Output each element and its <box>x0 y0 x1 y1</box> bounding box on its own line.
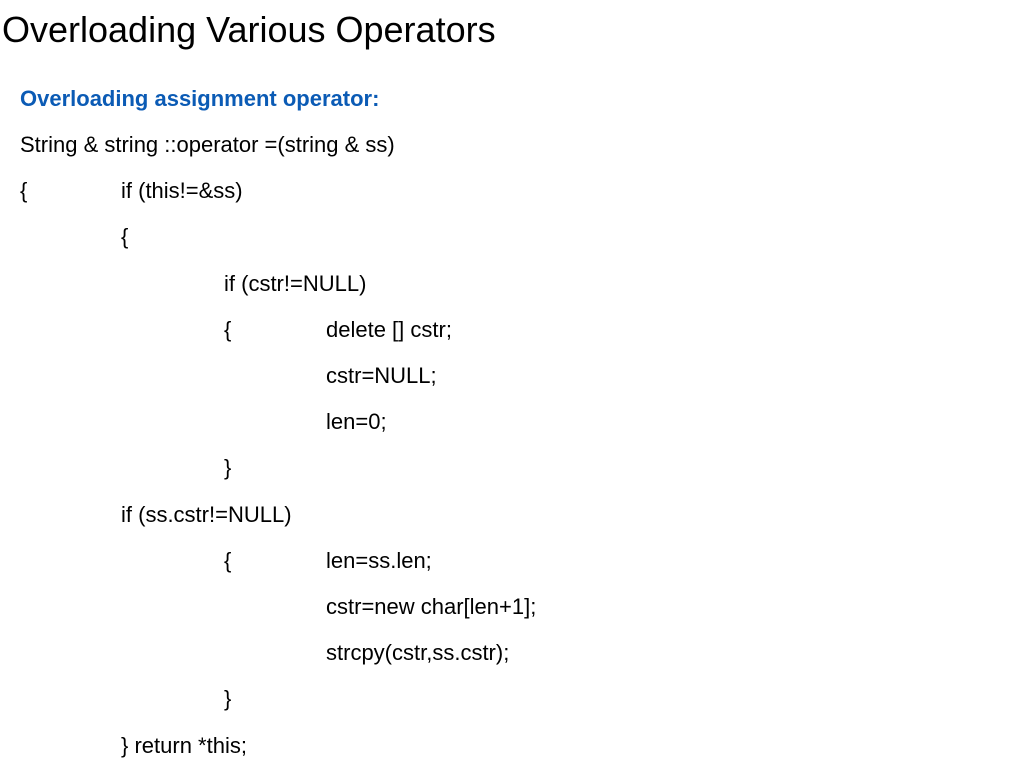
code-line: if (ss.cstr!=NULL) <box>0 501 1024 547</box>
code-token: if (this!=&ss) <box>121 178 243 204</box>
code-line: if (cstr!=NULL) <box>0 270 1024 316</box>
code-token: } return *this; <box>121 732 247 758</box>
code-line: { <box>0 223 1024 269</box>
code-line: { if (this!=&ss) <box>0 177 1024 223</box>
code-line: { len=ss.len; <box>0 547 1024 593</box>
code-token: cstr=new char[len+1]; <box>326 594 537 619</box>
code-line: } return *this; <box>0 732 1024 778</box>
code-token: { <box>121 224 129 250</box>
code-line: String & string ::operator =(string & ss… <box>0 131 1024 177</box>
code-token: } <box>224 686 232 712</box>
code-line: { delete [] cstr; <box>0 316 1024 362</box>
code-line: cstr=NULL; <box>0 362 1024 408</box>
code-line: } <box>0 685 1024 731</box>
code-token: { <box>224 547 232 573</box>
code-token: { <box>20 178 28 204</box>
code-line: len=0; <box>0 408 1024 454</box>
code-line: } <box>0 454 1024 500</box>
code-token: if (cstr!=NULL) <box>224 270 367 296</box>
code-token: delete [] cstr; <box>326 316 452 342</box>
code-line: strcpy(cstr,ss.cstr); <box>0 639 1024 685</box>
slide-title: Overloading Various Operators <box>2 9 496 50</box>
code-token: len=ss.len; <box>326 547 432 573</box>
code-token: if (ss.cstr!=NULL) <box>121 501 292 527</box>
code-token: } <box>224 455 232 481</box>
code-line: cstr=new char[len+1]; <box>0 593 1024 639</box>
code-token: { <box>224 316 232 342</box>
code-token: len=0; <box>326 409 387 435</box>
slide-subtitle: Overloading assignment operator: <box>20 86 380 111</box>
code-token: String & string ::operator =(string & ss… <box>20 132 395 157</box>
code-token: strcpy(cstr,ss.cstr); <box>326 640 510 666</box>
code-token: cstr=NULL; <box>326 363 437 388</box>
